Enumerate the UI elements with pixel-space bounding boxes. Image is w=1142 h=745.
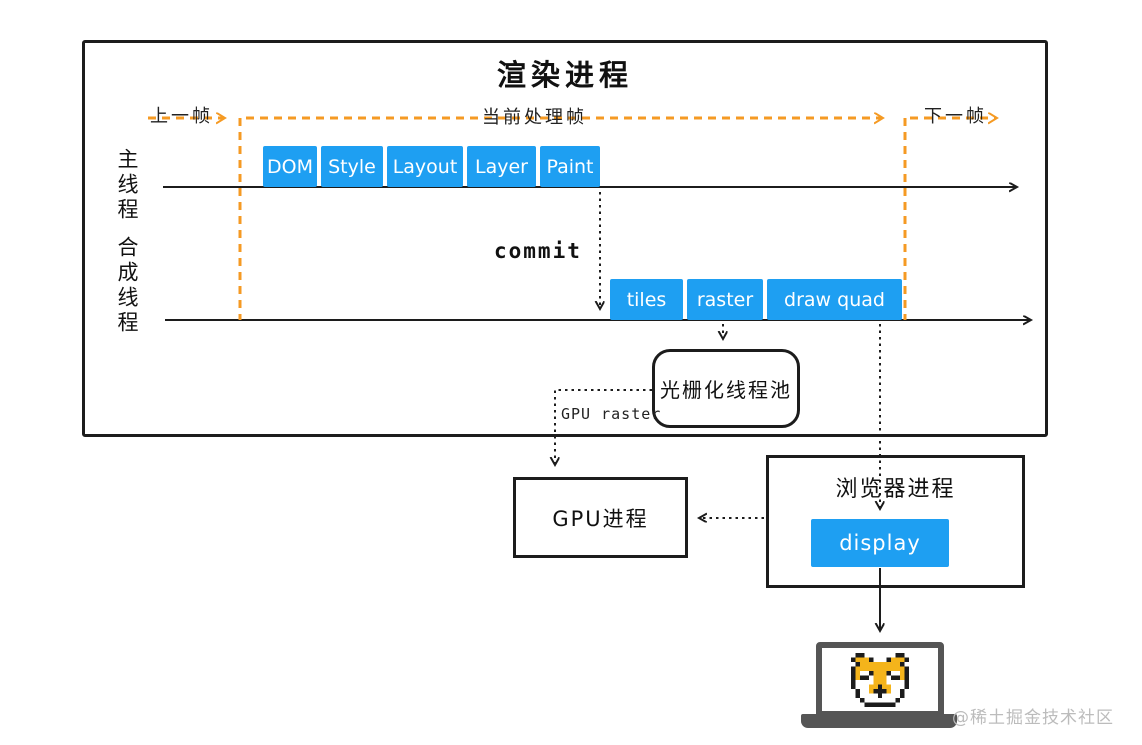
gpu-raster-label: GPU raster (561, 405, 662, 423)
stage-raster: raster (687, 279, 763, 320)
commit-label: commit (494, 239, 582, 263)
browser-process-label: 浏览器进程 (835, 477, 956, 502)
stage-layer: Layer (467, 146, 536, 187)
stage-layout: Layout (387, 146, 463, 187)
laptop-base (801, 714, 957, 728)
stage-dom: DOM (263, 146, 317, 187)
current-frame-label: 当前处理帧 (482, 107, 587, 128)
main-thread-label: 主线程 (115, 148, 139, 223)
stage-tiles: tiles (610, 279, 683, 320)
diagram-title: 渲染进程 (496, 58, 633, 92)
prev-frame-label: 上一帧 (150, 106, 213, 127)
watermark: @稀土掘金技术社区 (952, 708, 1114, 728)
gpu-process-box: GPU进程 (513, 477, 688, 558)
compositor-thread-label: 合成线程 (115, 236, 139, 336)
next-frame-label: 下一帧 (924, 106, 987, 127)
display-box: display (811, 519, 949, 567)
raster-pool-box: 光栅化线程池 (652, 349, 800, 428)
stage-paint: Paint (540, 146, 600, 187)
shiba-dog-icon (851, 652, 909, 707)
browser-process-box: 浏览器进程 (766, 455, 1025, 588)
stage-draw-quad: draw quad (767, 279, 902, 320)
stage-style: Style (321, 146, 383, 187)
laptop-icon (816, 642, 944, 717)
